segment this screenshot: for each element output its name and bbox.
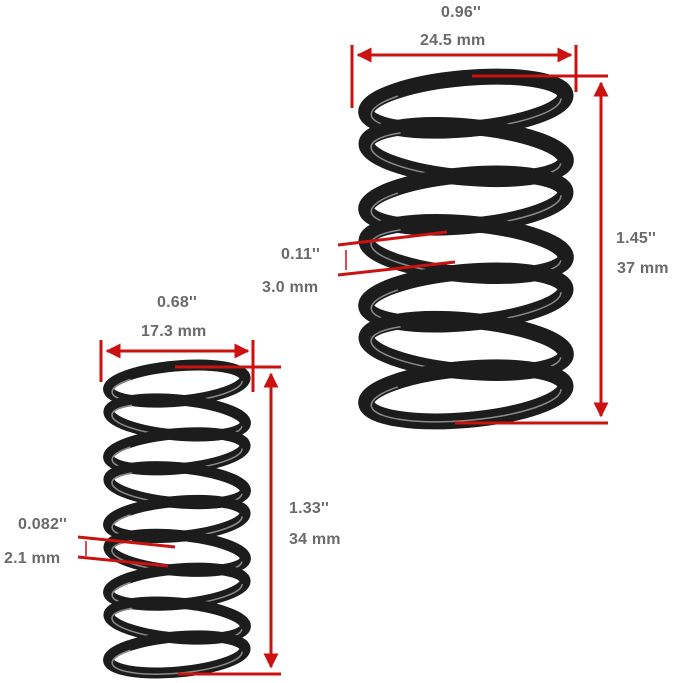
small-wire-inch-label: 0.082'' bbox=[18, 516, 68, 533]
large-height-inch-label: 1.45'' bbox=[616, 230, 656, 247]
large-height-mm-label: 37 mm bbox=[617, 260, 669, 277]
large-diameter-mm-label: 24.5 mm bbox=[420, 32, 486, 49]
large-wire-inch-label: 0.11'' bbox=[281, 246, 321, 263]
large-diameter-inch-label: 0.96'' bbox=[441, 4, 481, 21]
large-wire-mm-label: 3.0 mm bbox=[262, 279, 319, 296]
large-spring-dimensions bbox=[337, 45, 609, 425]
small-diameter-inch-label: 0.68'' bbox=[157, 294, 197, 311]
large-spring-image bbox=[358, 68, 574, 430]
spring-coil bbox=[103, 630, 251, 679]
large-wire-ext-bottom bbox=[337, 260, 456, 277]
small-diameter-mm-label: 17.3 mm bbox=[141, 323, 207, 340]
small-spring-image bbox=[103, 359, 251, 679]
small-wire-mm-label: 2.1 mm bbox=[4, 550, 61, 567]
small-wire-ext-bottom bbox=[77, 555, 169, 568]
large-wire-ext-top bbox=[337, 230, 448, 247]
spring-coil-highlight bbox=[370, 372, 562, 423]
small-height-inch-label: 1.33'' bbox=[289, 500, 329, 517]
small-wire-ext-top bbox=[77, 535, 176, 549]
small-spring-dimensions bbox=[77, 340, 281, 676]
small-height-mm-label: 34 mm bbox=[289, 531, 341, 548]
